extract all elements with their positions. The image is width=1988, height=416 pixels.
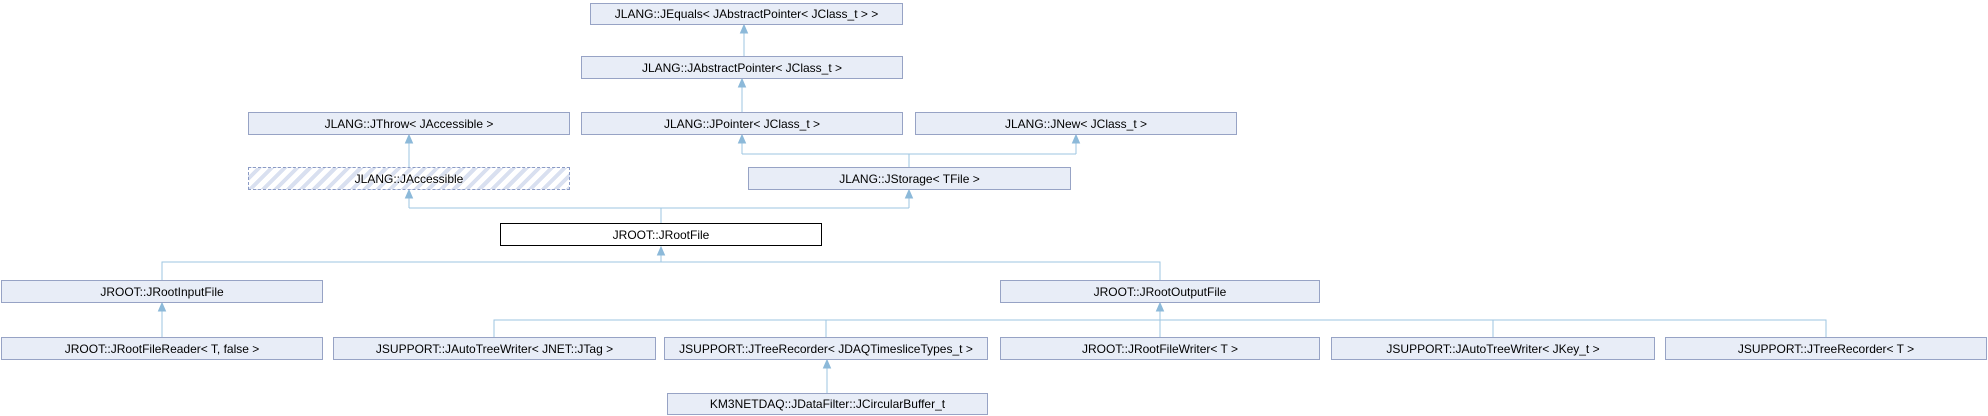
node-jrootinputfile[interactable]: JROOT::JRootInputFile [1,280,323,303]
node-label: JLANG::JThrow< JAccessible > [324,116,494,131]
node-label: JROOT::JRootOutputFile [1093,284,1227,299]
node-jthrow[interactable]: JLANG::JThrow< JAccessible > [248,112,570,135]
edge-children-jrootoutputfile [493,301,1827,337]
arrowhead-icon [404,133,414,144]
node-jstorage[interactable]: JLANG::JStorage< TFile > [748,167,1071,190]
node-jtreerecorder-jdaq[interactable]: JSUPPORT::JTreeRecorder< JDAQTimesliceTy… [664,337,988,360]
node-jabstractpointer[interactable]: JLANG::JAbstractPointer< JClass_t > [581,56,903,79]
node-label: JLANG::JNew< JClass_t > [1004,116,1148,131]
arrowhead-icon [739,23,749,34]
node-label: JLANG::JAccessible [354,171,464,186]
arrowhead-icon [737,133,747,144]
node-label: JLANG::JStorage< TFile > [839,171,980,186]
edge-jstorage-jpointer-jnew [737,133,1081,167]
edge-jaccessible-jthrow [404,133,414,167]
node-jnew[interactable]: JLANG::JNew< JClass_t > [915,112,1237,135]
arrowhead-icon [1071,133,1081,144]
node-label: JSUPPORT::JAutoTreeWriter< JNET::JTag > [375,341,614,356]
arrowhead-icon [656,245,666,256]
node-jautotreewriter-jkey[interactable]: JSUPPORT::JAutoTreeWriter< JKey_t > [1331,337,1655,360]
node-label: JSUPPORT::JTreeRecorder< T > [1737,341,1915,356]
node-label: JROOT::JRootFileWriter< T > [1081,341,1239,356]
arrowhead-icon [404,188,414,199]
node-label: KM3NETDAQ::JDataFilter::JCircularBuffer_… [709,397,946,411]
arrowhead-icon [904,188,914,199]
node-jrootfilewriter[interactable]: JROOT::JRootFileWriter< T > [1000,337,1320,360]
arrowhead-icon [1155,301,1165,312]
node-label: JLANG::JAbstractPointer< JClass_t > [641,60,843,75]
edge-jabstractpointer-jequals [739,23,749,56]
node-label: JLANG::JEquals< JAbstractPointer< JClass… [614,7,879,21]
edge-jpointer-jabstractpointer [737,77,747,112]
arrowhead-icon [822,358,832,369]
edge-rootinput-rootoutput-jrootfile [161,245,1161,280]
edge-jrootfilereader-jrootinputfile [157,301,167,337]
arrowhead-icon [157,301,167,312]
node-jrootoutputfile[interactable]: JROOT::JRootOutputFile [1000,280,1320,303]
edge-jcircularbuffer-jtreerecorder [822,358,832,393]
node-label: JSUPPORT::JTreeRecorder< JDAQTimesliceTy… [679,341,973,356]
node-label: JROOT::JRootFile [612,227,710,242]
node-label: JSUPPORT::JAutoTreeWriter< JKey_t > [1386,341,1600,356]
edge-jrootfile-jaccessible-jstorage [404,188,914,223]
node-jcircularbuffer[interactable]: KM3NETDAQ::JDataFilter::JCircularBuffer_… [667,393,988,415]
node-label: JROOT::JRootFileReader< T, false > [64,341,260,356]
node-label: JROOT::JRootInputFile [100,284,224,299]
node-jtreerecorder-t[interactable]: JSUPPORT::JTreeRecorder< T > [1665,337,1987,360]
node-jequals[interactable]: JLANG::JEquals< JAbstractPointer< JClass… [590,3,903,25]
node-label: JLANG::JPointer< JClass_t > [663,116,821,131]
node-jaccessible[interactable]: JLANG::JAccessible [248,167,570,190]
arrowhead-icon [737,77,747,88]
node-jrootfile[interactable]: JROOT::JRootFile [500,223,822,246]
node-jpointer[interactable]: JLANG::JPointer< JClass_t > [581,112,903,135]
node-jautotreewriter-jtag[interactable]: JSUPPORT::JAutoTreeWriter< JNET::JTag > [333,337,656,360]
node-jrootfilereader[interactable]: JROOT::JRootFileReader< T, false > [1,337,323,360]
